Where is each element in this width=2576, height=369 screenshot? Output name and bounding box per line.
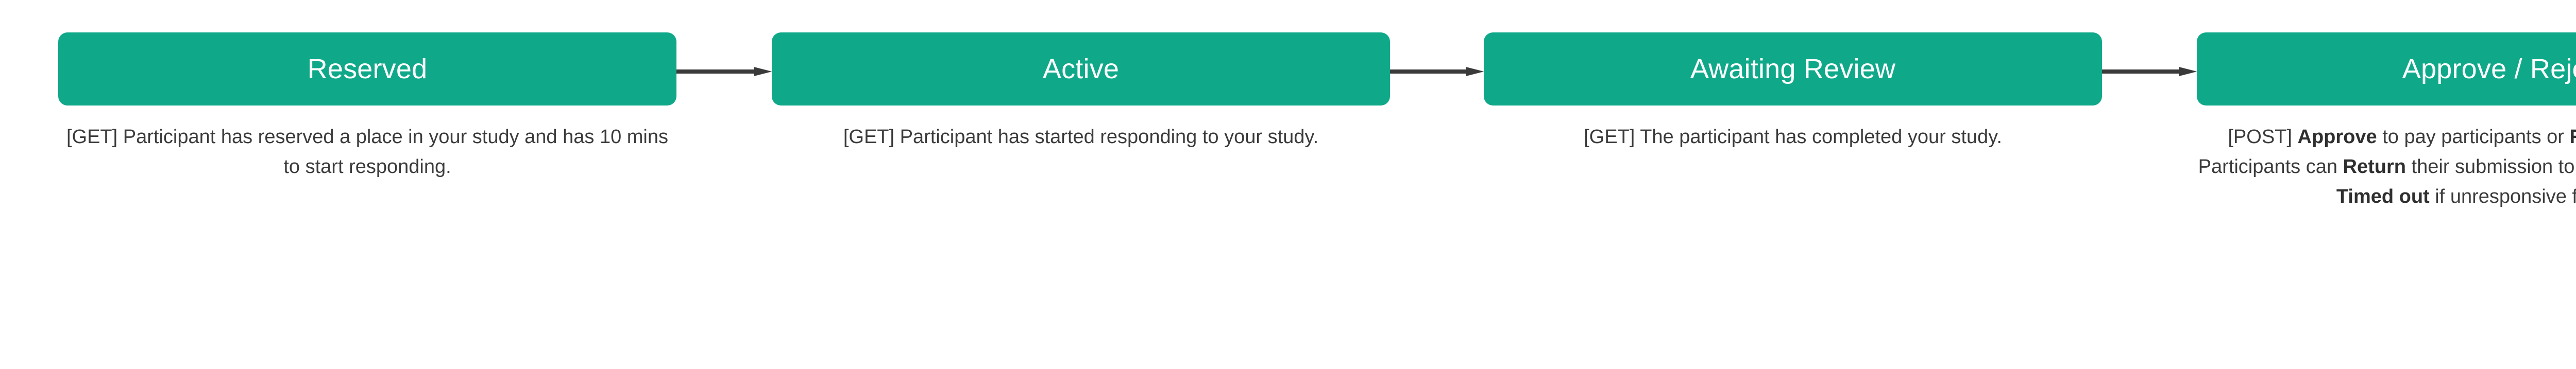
flow-node-approve-reject-label: Approve / Reject — [2402, 54, 2576, 84]
flow-caption-active: [GET] Participant has started responding… — [843, 126, 1319, 148]
flow-node-awaiting-review-label: Awaiting Review — [1690, 54, 1896, 84]
flow-caption-approve-reject: [POST] Approve to pay participants or Re… — [2198, 126, 2576, 207]
flow-column-approve-reject: Approve / Reject [POST] Approve to pay p… — [2197, 0, 2576, 369]
flow-caption-awaiting-review: [GET] The participant has completed your… — [1584, 126, 2002, 148]
flow-node-active-label: Active — [1042, 54, 1120, 84]
flow-column-active: Active [GET] Participant has started res… — [772, 0, 1390, 369]
flow-node-active[interactable]: Active — [772, 32, 1390, 106]
flow-column-awaiting-review: Awaiting Review [GET] The participant ha… — [1484, 0, 2102, 369]
flow-arrow-reserved-to-active — [676, 65, 772, 78]
flow-node-approve-reject[interactable]: Approve / Reject — [2197, 32, 2576, 106]
flow-caption-reserved: [GET] Participant has reserved a place i… — [66, 126, 669, 178]
flow-arrow-awaiting-review-to-approve-reject — [2102, 65, 2197, 78]
flow-node-awaiting-review[interactable]: Awaiting Review — [1484, 32, 2102, 106]
flow-column-reserved: Reserved [GET] Participant has reserved … — [58, 0, 676, 369]
flow-node-reserved[interactable]: Reserved — [58, 32, 676, 106]
flow-arrow-active-to-awaiting-review — [1390, 65, 1484, 78]
flow-node-reserved-label: Reserved — [307, 54, 428, 84]
